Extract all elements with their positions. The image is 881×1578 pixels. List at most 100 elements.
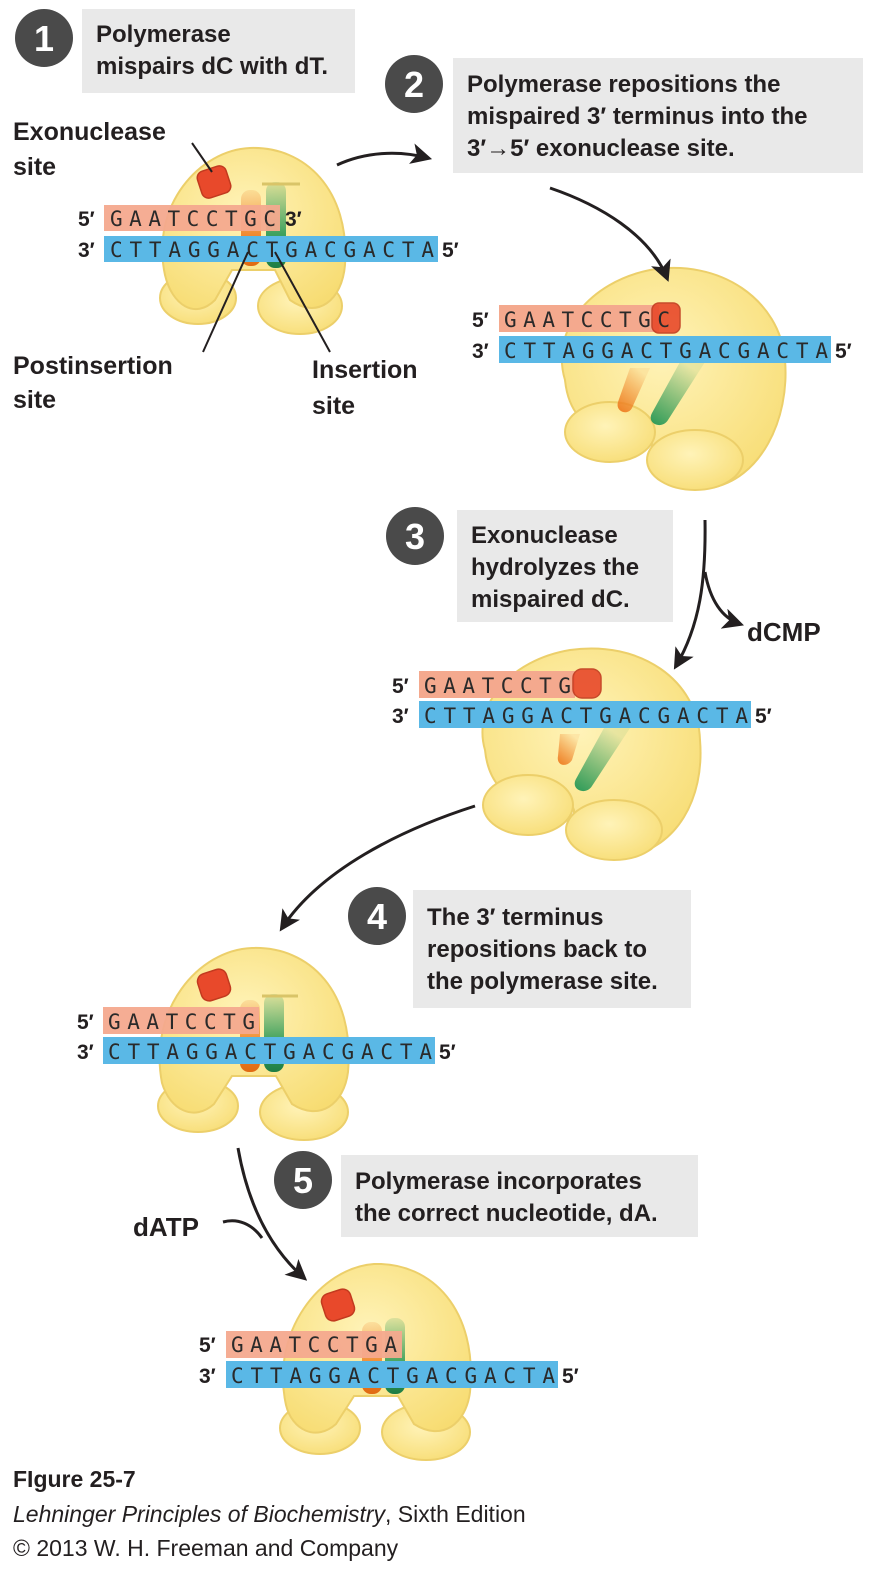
- exonuclease-site-label-line-1: Exonuclease: [13, 118, 166, 146]
- primer-strand-5: [226, 1331, 402, 1358]
- figure-number: FIgure 25-7: [13, 1466, 136, 1492]
- arrow-datp-entry: [222, 1219, 264, 1239]
- step-5-badge: [274, 1151, 332, 1209]
- book-credit: Lehninger Principles of Biochemistry, Si…: [13, 1501, 526, 1527]
- template-strand-3: [419, 701, 751, 728]
- arrow-1-to-2: [336, 143, 433, 167]
- primer-strand-3: [419, 671, 575, 698]
- template-5-3prime: 3′: [199, 1365, 216, 1388]
- step-3-active-sites: [557, 728, 630, 792]
- step-4-number: 4: [367, 896, 387, 937]
- step-2-badge: [385, 55, 443, 113]
- step-5: 5 Polymerase incorporates the correct nu…: [133, 1147, 698, 1461]
- step-5-text-line-1: Polymerase incorporates: [355, 1168, 642, 1195]
- postinsertion-site-label-line-2: site: [13, 386, 56, 414]
- copyright-line: © 2013 W. H. Freeman and Company: [13, 1535, 399, 1561]
- postinsertion-site-pointer: [202, 251, 249, 353]
- book-edition: , Sixth Edition: [385, 1501, 526, 1527]
- step-1-badge: [15, 9, 73, 67]
- arrow-3-down: [673, 519, 707, 670]
- exonuclease-site-5: [320, 1288, 356, 1322]
- template-strand-5: [226, 1361, 558, 1388]
- primer-5-sequence: GAATCCTGA: [231, 1333, 397, 1357]
- datp-label: dATP: [133, 1212, 199, 1242]
- template-1-sequence: CTTAGGACTGACGACTA: [110, 238, 434, 262]
- step-5-number: 5: [293, 1160, 313, 1201]
- step-2-textbox: [453, 58, 863, 173]
- insertion-site-pointer: [274, 251, 331, 353]
- dna-2: 5′ GAATCCTGC 3′ CTTAGGACTGACGACTA 5′: [472, 302, 852, 363]
- template-2-sequence: CTTAGGACTGACGACTA: [504, 339, 828, 363]
- step-5-text-line-2: the correct nucleotide, dA.: [355, 1200, 658, 1227]
- step-2-number: 2: [404, 64, 424, 105]
- step-4-textbox: [413, 890, 691, 1008]
- step-3-badge: [386, 507, 444, 565]
- exonuclease-site-pointer: [191, 142, 213, 173]
- primer-1-sequence: GAATCCTGC: [110, 207, 276, 231]
- template-4-3prime: 3′: [77, 1041, 94, 1064]
- insertion-site-2: [650, 362, 705, 426]
- step-3: 3 Exonuclease hydrolyzes the mispaired d…: [386, 507, 821, 861]
- figure-caption: FIgure 25-7 Lehninger Principles of Bioc…: [13, 1466, 526, 1561]
- step-3-text-line-1: Exonuclease: [471, 522, 618, 549]
- template-3-3prime: 3′: [392, 705, 409, 728]
- step-2-active-sites: [617, 362, 705, 426]
- step-5-textbox: [341, 1155, 698, 1237]
- template-5-sequence: CTTAGGACTGACGACTA: [231, 1364, 555, 1388]
- template-4-5prime: 5′: [439, 1041, 456, 1064]
- primer-strand-4: [103, 1007, 259, 1034]
- step-1-text-line-1: Polymerase: [96, 21, 231, 48]
- step-1-textbox: [82, 9, 355, 93]
- template-4-sequence: CTTAGGACTGACGACTA: [108, 1040, 432, 1064]
- step-3-text-line-2: hydrolyzes the: [471, 554, 639, 581]
- template-1-5prime: 5′: [442, 239, 459, 262]
- step-2-text-line-1: Polymerase repositions the: [467, 71, 780, 98]
- insertion-site-label-line-2: site: [312, 392, 355, 420]
- postinsertion-site-2: [617, 368, 650, 413]
- template-5-5prime: 5′: [562, 1365, 579, 1388]
- arrow-4-to-5: [236, 1147, 308, 1281]
- primer-1-3prime: 3′: [285, 208, 302, 231]
- template-3-sequence: CTTAGGACTGACGACTA: [424, 704, 748, 728]
- book-title: Lehninger Principles of Biochemistry: [13, 1501, 387, 1527]
- insertion-site-label-line-1: Insertion: [312, 356, 418, 384]
- exonuclease-site-4: [196, 968, 232, 1002]
- primer-3-5prime: 5′: [392, 675, 409, 698]
- dcmp-label: dCMP: [747, 617, 821, 647]
- postinsertion-site-label-line-1: Postinsertion: [13, 352, 173, 380]
- exonuclease-site-3: [572, 668, 602, 699]
- step-2-text-line-3: 3′→5′ exonuclease site.: [467, 135, 735, 162]
- primer-strand-2: [499, 305, 659, 332]
- template-1-3prime: 3′: [78, 239, 95, 262]
- dna-1: 5′ GAATCCTGC 3′ 3′ CTTAGGACTGACGACTA 5′: [78, 205, 459, 262]
- step-1: 1 Polymerase mispairs dC with dT. 5′ GAA…: [13, 9, 459, 420]
- template-2-3prime: 3′: [472, 340, 489, 363]
- step-2-text-line-2: mispaired 3′ terminus into the: [467, 103, 808, 130]
- template-2-5prime: 5′: [835, 340, 852, 363]
- step-4-text-line-1: The 3′ terminus: [427, 904, 603, 931]
- step-4-badge: [348, 887, 406, 945]
- dna-5: 5′ GAATCCTGA 3′ CTTAGGACTGACGACTA 5′: [199, 1331, 579, 1388]
- primer-2-5prime: 5′: [472, 309, 489, 332]
- step-3-number: 3: [405, 516, 425, 557]
- arrow-2-down: [549, 186, 671, 282]
- exonuclease-site-label-line-2: site: [13, 153, 56, 181]
- primer-2-sequence: GAATCCTGC: [504, 308, 670, 332]
- step-4-text-line-3: the polymerase site.: [427, 968, 658, 995]
- step-1-text-line-2: mispairs dC with dT.: [96, 53, 328, 80]
- template-strand-2: [499, 336, 831, 363]
- arrow-dcmp-release: [703, 571, 744, 629]
- dna-3: 5′ GAATCCTG 3′ CTTAGGACTGACGACTA 5′: [392, 668, 772, 728]
- step-4-text-line-2: repositions back to: [427, 936, 647, 963]
- primer-5-5prime: 5′: [199, 1334, 216, 1357]
- template-strand-1: [104, 236, 438, 262]
- step-1-number: 1: [34, 18, 54, 59]
- step-2: 2 Polymerase repositions the mispaired 3…: [385, 55, 863, 491]
- exonuclease-site-2: [651, 302, 681, 334]
- primer-strand-1: [104, 205, 280, 231]
- insertion-site-3: [574, 728, 630, 792]
- arrow-3-to-4: [279, 804, 476, 932]
- template-strand-4: [103, 1037, 435, 1064]
- step-3-textbox: [457, 510, 673, 622]
